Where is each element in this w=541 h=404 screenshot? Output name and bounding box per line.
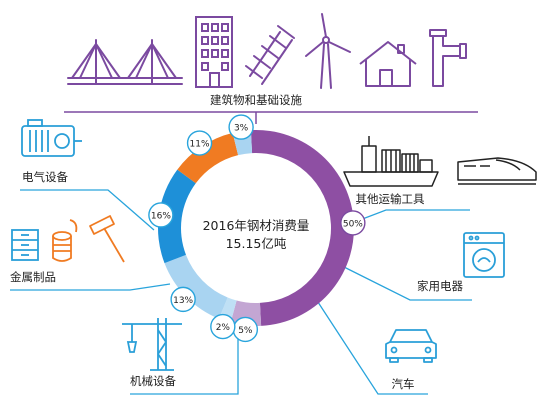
leader-automobiles <box>313 295 428 395</box>
donut-slice <box>164 254 228 319</box>
cargo-ship-icon <box>343 136 439 187</box>
donut-chart <box>158 130 354 327</box>
label-machinery: 机械设备 <box>130 374 176 388</box>
cabinet-icon <box>11 229 39 261</box>
donut-slice <box>158 169 196 264</box>
label-metal-products: 金属制品 <box>10 270 56 284</box>
percent-bubble-circle <box>186 130 213 156</box>
leader-machinery <box>130 325 239 395</box>
label-electrical-equipment: 电气设备 <box>22 170 68 184</box>
house-icon <box>359 41 417 87</box>
percent-bubble: 16% <box>148 202 174 228</box>
percent-bubble-circle <box>210 313 236 340</box>
crane-icon <box>122 318 182 371</box>
percent-bubble-circle <box>228 114 254 140</box>
railway-track-icon <box>245 25 295 85</box>
pipe-icon <box>429 29 467 87</box>
percent-bubble-circle <box>170 286 196 313</box>
wind-turbine-icon <box>305 13 351 89</box>
percent-bubble-circle <box>340 210 366 236</box>
percent-label: 13% <box>173 296 193 306</box>
bullet-train-icon <box>457 157 537 185</box>
percent-bubble: 11% <box>186 130 213 156</box>
car-icon <box>385 329 437 363</box>
donut-slice <box>177 132 239 184</box>
tin-can-icon <box>52 219 78 262</box>
label-construction: 建筑物和基础设施 <box>210 93 302 107</box>
percent-label: 3% <box>234 124 249 134</box>
percent-label: 11% <box>190 140 210 150</box>
percent-bubble: 5% <box>232 316 259 343</box>
percent-bubble: 3% <box>228 114 254 140</box>
label-other-transport: 其他运输工具 <box>356 192 425 206</box>
leader-metal <box>10 283 171 291</box>
building-icon <box>195 16 233 88</box>
donut-slice <box>250 130 354 326</box>
label-automobiles: 汽车 <box>392 377 415 391</box>
percent-bubble: 50% <box>340 210 366 236</box>
percentage-labels: 50% 5% 2% 13% 16% 11% 3% <box>148 114 366 343</box>
percent-label: 16% <box>151 211 171 221</box>
bridge-icon <box>67 39 183 85</box>
percent-label: 2% <box>216 323 231 333</box>
label-home-appliances: 家用电器 <box>417 279 463 293</box>
leader-electrical <box>20 189 155 231</box>
chart-title: 2016年钢材消费量 <box>203 218 310 233</box>
leader-appliances <box>339 264 472 301</box>
washing-machine-icon <box>463 232 505 278</box>
motor-icon <box>21 119 82 157</box>
razor-icon <box>89 215 125 263</box>
percent-bubble: 13% <box>170 286 196 313</box>
percent-bubble: 2% <box>210 313 236 340</box>
percent-label: 50% <box>343 219 363 229</box>
percent-bubble-circle <box>148 202 174 228</box>
chart-subtitle: 15.15亿吨 <box>226 236 287 251</box>
percent-label: 5% <box>238 326 253 336</box>
